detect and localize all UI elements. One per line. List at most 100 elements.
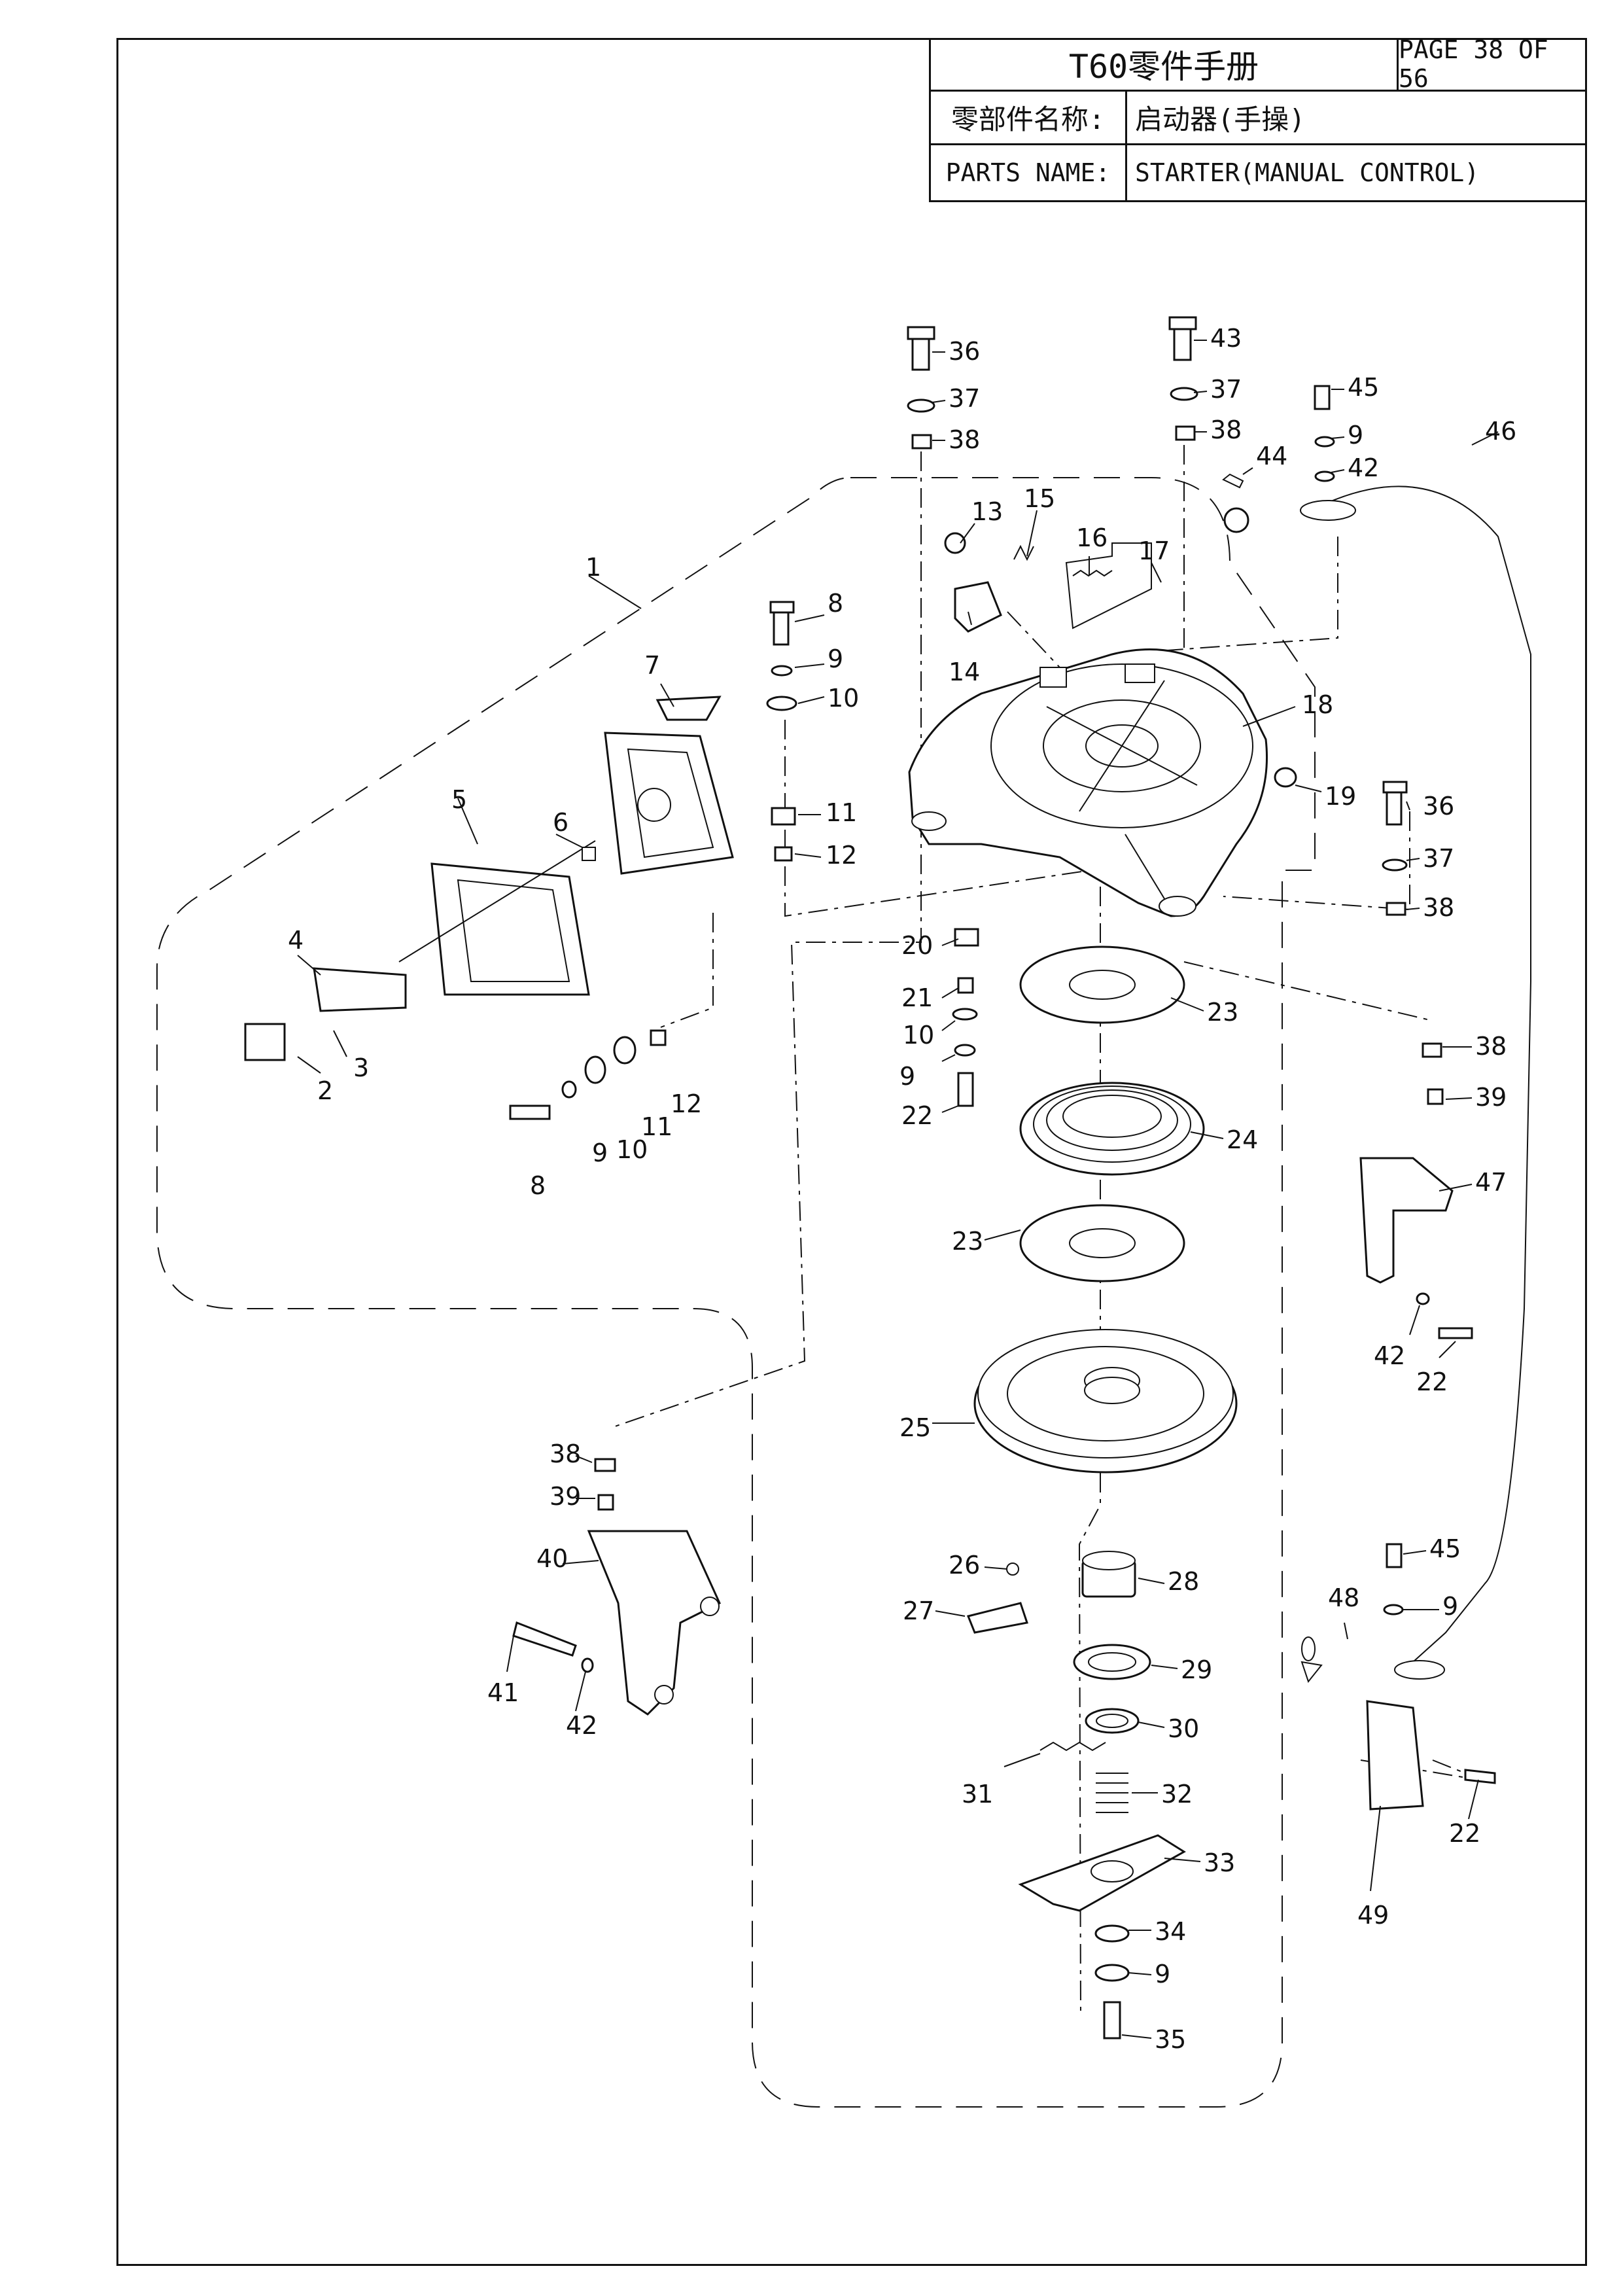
callout-24: 24 [1227,1125,1258,1154]
callout-36: 36 [1423,792,1454,821]
name-label-cn: 零部件名称: [951,103,1106,135]
callout-38: 38 [1475,1032,1507,1061]
callout-28: 28 [1168,1567,1199,1596]
fasteners [509,316,1496,1784]
callout-27: 27 [903,1597,934,1625]
callout-19: 19 [1325,782,1356,811]
callout-9: 9 [1442,1592,1458,1621]
callout-8: 8 [828,589,843,618]
manual-title: T60零件手册 [1068,47,1259,86]
callout-37: 37 [1423,844,1454,873]
page-number: PAGE 38 OF 56 [1399,35,1548,93]
callout-11: 11 [826,798,857,827]
callout-30: 30 [1168,1714,1199,1743]
callout-42: 42 [566,1711,597,1740]
callout-2: 2 [317,1076,333,1105]
alignment-line [1360,1759,1479,1780]
alignment-line [1432,1759,1466,1774]
leader-lines [297,340,1499,2039]
callout-39: 39 [1475,1083,1507,1112]
callout-37: 37 [949,384,980,413]
callout-41: 41 [487,1678,519,1707]
manual-title-cell: T60零件手册 [931,38,1399,92]
assembly-group-outline [156,477,1316,2108]
callout-48: 48 [1328,1583,1359,1612]
callout-14: 14 [949,658,980,686]
callout-10: 10 [903,1021,934,1050]
callout-38: 38 [1210,415,1242,444]
starter-handle-assembly [244,696,734,1061]
callout-12: 12 [671,1089,702,1118]
spring-plate-lower [1019,1204,1185,1282]
name-value-en-cell: STARTER(MANUAL CONTROL) [1127,145,1587,200]
callout-11: 11 [641,1112,672,1141]
callout-25: 25 [899,1413,931,1442]
callout-15: 15 [1024,484,1055,513]
cable-bracket [1366,1700,1424,1810]
callout-20: 20 [901,931,933,960]
alignment-line [1183,961,1433,1021]
callout-22: 22 [901,1101,933,1130]
callout-9: 9 [1155,1960,1170,1988]
callout-29: 29 [1181,1655,1212,1684]
alignment-line [784,720,1113,917]
alignment-line [660,913,714,1028]
callout-49: 49 [1357,1901,1389,1930]
recoil-spring [1019,1082,1205,1176]
callout-10: 10 [616,1135,648,1164]
callout-40: 40 [536,1544,568,1573]
callout-45: 45 [1348,373,1379,402]
callout-9: 9 [1348,421,1363,450]
callout-labels: 1 2 3 4 5 6 7 8 8 9 9 9 9 9 9 10 10 10 1… [288,324,1516,2054]
alignment-line [614,451,922,1427]
callout-13: 13 [971,497,1003,526]
callout-26: 26 [949,1551,980,1580]
alignment-line [1007,611,1060,668]
callout-33: 33 [1204,1848,1235,1877]
name-value-cn: 启动器(手操) [1135,103,1306,135]
callout-23: 23 [952,1227,983,1256]
callout-45: 45 [1429,1534,1461,1563]
alignment-line [1157,537,1338,652]
bracket-left [587,1530,721,1716]
starter-reel [973,1329,1238,1474]
page-cell: PAGE 38 OF 56 [1399,35,1587,93]
callout-47: 47 [1475,1168,1507,1197]
starter-housing [908,648,1268,917]
callout-10: 10 [828,684,859,713]
callout-6: 6 [553,808,568,837]
callout-22: 22 [1416,1368,1448,1396]
callout-9: 9 [592,1139,608,1167]
callout-16: 16 [1076,523,1108,552]
callout-9: 9 [828,645,843,673]
control-cable [1300,1661,1323,1684]
callout-32: 32 [1161,1780,1193,1809]
name-label-en-cell: PARTS NAME: [931,145,1127,200]
callout-36: 36 [949,337,980,366]
callout-21: 21 [901,983,933,1012]
center-small-parts [966,1551,1186,2040]
callout-34: 34 [1155,1917,1186,1946]
cable-clip [1394,1660,1445,1680]
drawing-frame [116,38,1587,2266]
callout-42: 42 [1374,1341,1405,1370]
alignment-line [1223,811,1410,911]
callout-4: 4 [288,926,304,955]
callout-31: 31 [962,1780,993,1809]
callout-1: 1 [585,553,601,582]
name-value-en: STARTER(MANUAL CONTROL) [1135,158,1480,187]
callout-7: 7 [644,651,660,680]
callout-18: 18 [1302,690,1333,719]
callout-12: 12 [826,841,857,870]
callout-39: 39 [550,1482,581,1511]
cable-end [1301,1636,1316,1661]
callout-3: 3 [353,1053,369,1082]
callout-5: 5 [451,785,467,814]
callout-22: 22 [1449,1819,1480,1848]
callout-17: 17 [1138,537,1170,565]
name-label-en: PARTS NAME: [945,158,1111,187]
control-cable [1327,486,1531,1663]
callout-46: 46 [1485,417,1516,446]
title-block: T60零件手册 PAGE 38 OF 56 零部件名称: 启动器(手操) PAR… [929,35,1587,202]
